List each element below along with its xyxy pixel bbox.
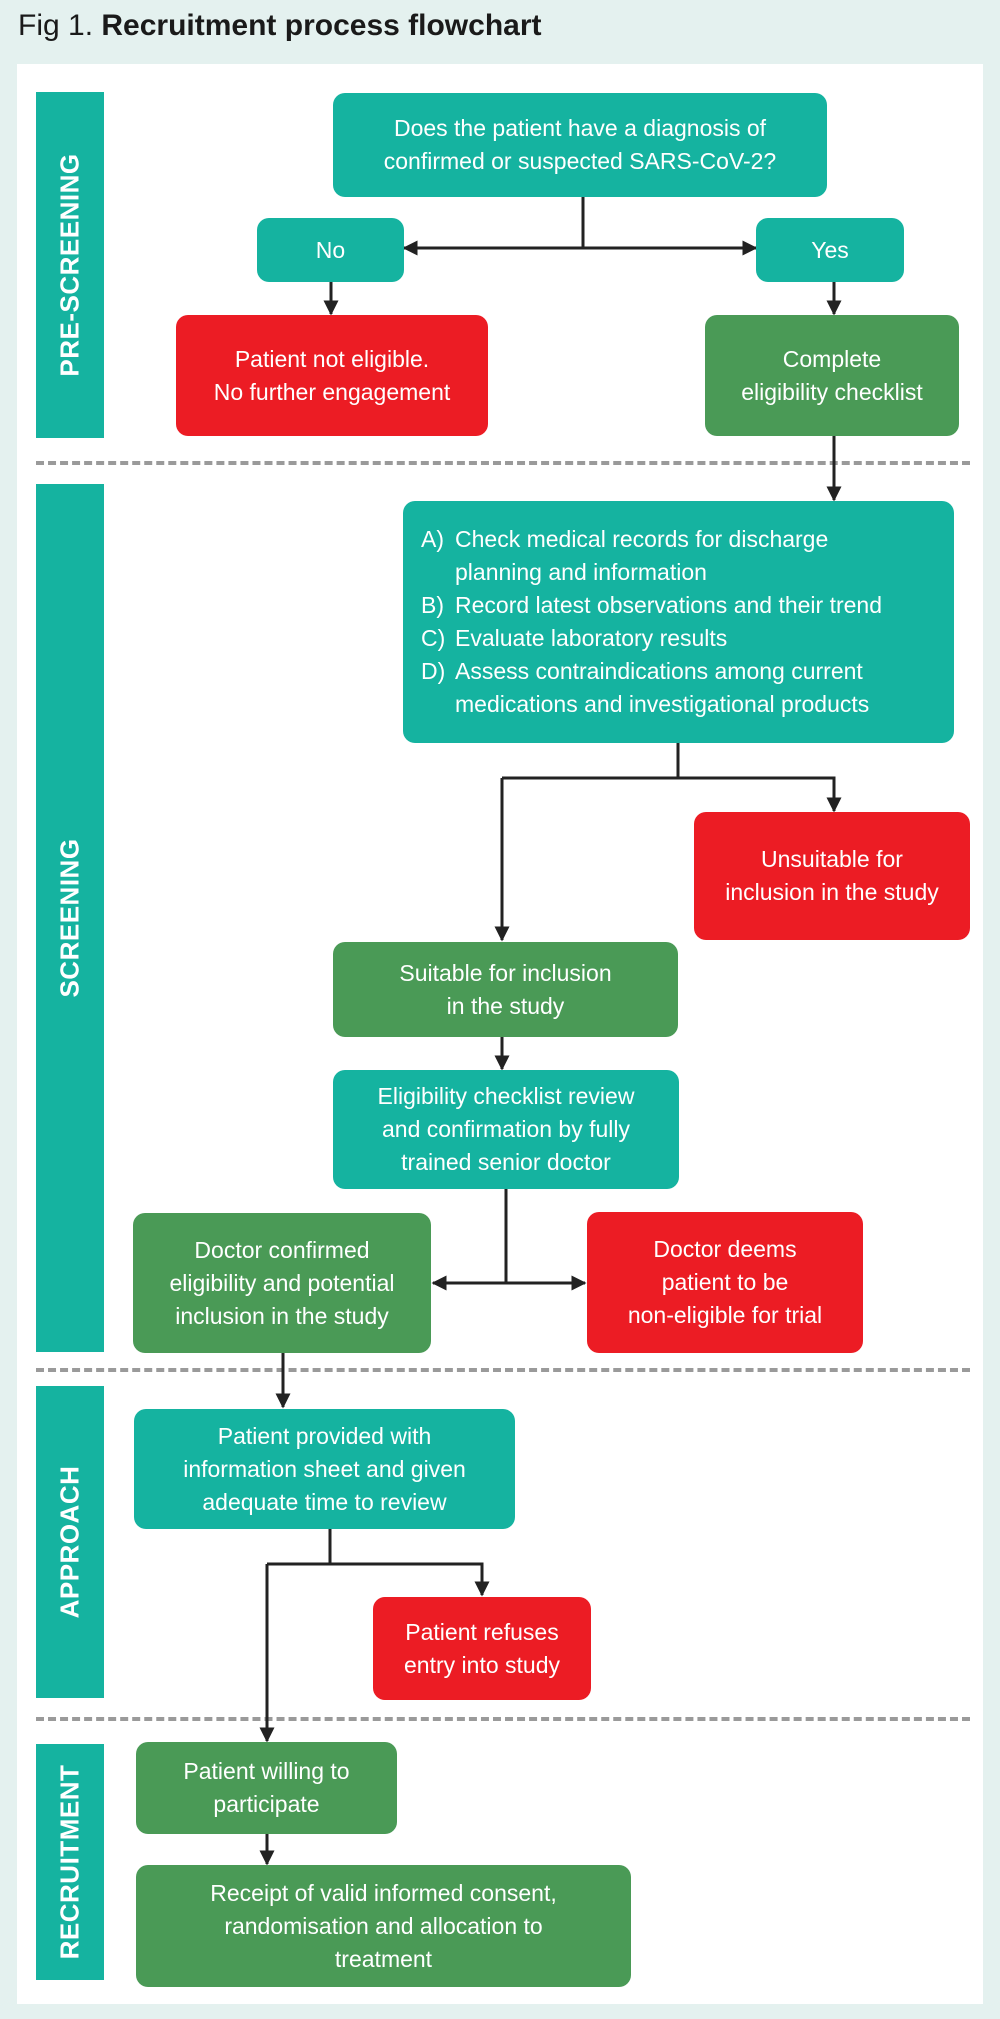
stage-bar-screening: SCREENING	[36, 484, 104, 1352]
doctor-confirmed-text: Doctor confirmed eligibility and potenti…	[169, 1236, 395, 1329]
check-item-letter: D)	[421, 658, 446, 684]
figure-title-text: Recruitment process flowchart	[101, 9, 542, 42]
checklist-review-text: Eligibility checklist review and confirm…	[377, 1083, 635, 1175]
figure-title: Fig 1. Recruitment process flowchart	[18, 6, 542, 46]
stage-bar-approach: APPROACH	[36, 1386, 104, 1698]
refuses-box: Patient refuses entry into study	[373, 1597, 591, 1700]
yes-text: Yes	[811, 236, 849, 263]
complete-checklist-box: Complete eligibility checklist	[705, 315, 959, 436]
check-item-text: Evaluate laboratory results	[455, 625, 728, 651]
refuses-text: Patient refuses entry into study	[404, 1618, 560, 1678]
check-item-c: C) Evaluate laboratory results	[421, 622, 727, 655]
not-eligible-text: Patient not eligible. No further engagem…	[213, 345, 451, 405]
arrow-info-branch	[267, 1529, 332, 1566]
stage-divider	[36, 1368, 970, 1372]
doctor-confirmed-box: Doctor confirmed eligibility and potenti…	[133, 1213, 431, 1353]
diagnosis-question-box: Does the patient have a diagnosis of con…	[333, 93, 827, 197]
check-item-letter: C)	[421, 625, 446, 651]
diagnosis-question-text: Does the patient have a diagnosis of con…	[383, 115, 777, 174]
consent-text: Receipt of valid informed consent, rando…	[210, 1879, 557, 1972]
info-sheet-box: Patient provided with information sheet …	[134, 1409, 515, 1529]
unsuitable-box: Unsuitable for inclusion in the study	[694, 812, 970, 940]
suitable-text: Suitable for inclusion in the study	[399, 959, 612, 1019]
check-item-letter: A)	[421, 526, 444, 552]
willing-box: Patient willing to participate	[136, 1742, 397, 1834]
check-item-text: Record latest observations and their tre…	[455, 592, 883, 618]
check-item-text: Assess contraindications among current m…	[455, 658, 870, 717]
screening-checks-box: A) Check medical records for discharge p…	[403, 501, 954, 743]
stage-bar-pre-screening: PRE-SCREENING	[36, 92, 104, 438]
consent-box: Receipt of valid informed consent, rando…	[136, 1865, 631, 1987]
checklist-review-box: Eligibility checklist review and confirm…	[333, 1070, 679, 1189]
check-item-b: B) Record latest observations and their …	[421, 589, 882, 622]
no-text: No	[315, 236, 346, 263]
no-box: No	[257, 218, 404, 282]
arrow-to-unsuitable	[678, 776, 842, 813]
arrow-to-refuses	[330, 1562, 490, 1597]
stage-divider	[36, 1717, 970, 1721]
willing-text: Patient willing to participate	[183, 1758, 350, 1817]
check-item-a: A) Check medical records for discharge p…	[421, 523, 828, 589]
check-item-d: D) Assess contraindications among curren…	[421, 655, 869, 721]
yes-box: Yes	[756, 218, 904, 282]
stage-bar-recruitment: RECRUITMENT	[36, 1744, 104, 1980]
stage-divider	[36, 461, 970, 465]
suitable-box: Suitable for inclusion in the study	[333, 942, 678, 1037]
figure-label: Fig 1.	[18, 9, 94, 42]
complete-checklist-text: Complete eligibility checklist	[741, 345, 923, 405]
check-item-letter: B)	[421, 592, 444, 618]
doctor-deems-box: Doctor deems patient to be non-eligible …	[587, 1212, 863, 1353]
doctor-deems-text: Doctor deems patient to be non-eligible …	[627, 1236, 823, 1328]
arrow-checks-branch	[502, 743, 680, 780]
info-sheet-text: Patient provided with information sheet …	[183, 1422, 466, 1515]
not-eligible-box: Patient not eligible. No further engagem…	[176, 315, 488, 436]
check-item-text: Check medical records for discharge plan…	[455, 526, 829, 585]
unsuitable-text: Unsuitable for inclusion in the study	[725, 846, 939, 905]
